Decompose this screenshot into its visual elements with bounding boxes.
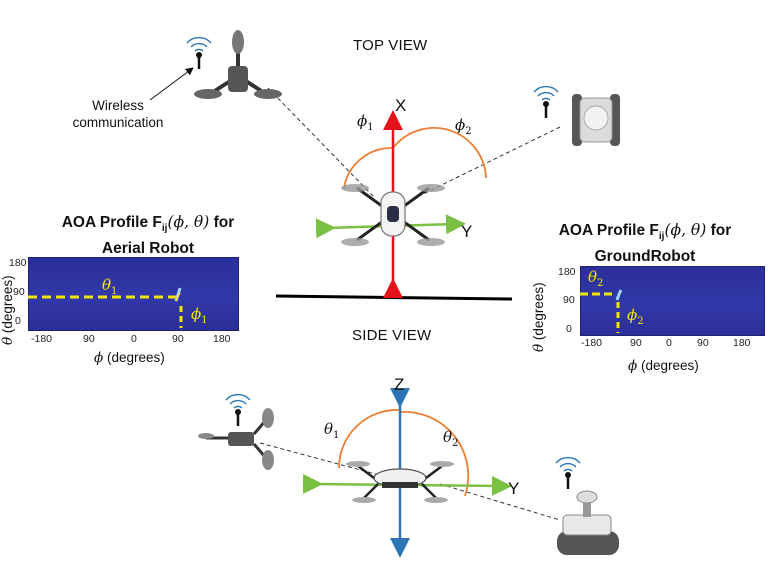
aerial-profile-heatmap [28,257,239,331]
aerial-xtick: 90 [172,333,184,345]
theta1-label: θ1 [324,420,340,441]
ground-yaxis-title: θ (degrees) [531,282,547,352]
aerial-ytick: 90 [13,286,25,298]
ground-xaxis-title: ϕ (degrees) [628,358,699,374]
view-divider [275,294,513,301]
aerial-phi-marker-label: ϕ1 [191,305,208,326]
ground-robot-side-wifi-icon [554,456,582,491]
top-connector-aerial [267,87,375,198]
top-y-axis-label: Y [461,222,473,241]
aerial-robot-side-wifi-icon [224,393,252,428]
aerial-robot-top-wifi-icon [185,36,213,71]
side-view-title: SIDE VIEW [352,327,432,344]
phi2-label: ϕ2 [455,116,472,137]
ground-xtick: 0 [666,337,672,349]
phi1-label: ϕ1 [357,112,374,133]
aerial-xaxis-title: ϕ (degrees) [94,350,165,366]
ground-robot-top-wifi-icon [532,85,560,120]
aerial-profile-title: AOA Profile Fij(ϕ, θ) for Aerial Robot [61,213,235,258]
ground-ytick: 90 [563,294,575,306]
ground-xtick: 90 [630,337,642,349]
ground-profile-heatmap [580,266,765,336]
aerial-xtick: 90 [83,333,95,345]
side-y-axis-label: Y [508,479,520,498]
wireless-caption-arrow [149,67,194,101]
aerial-xtick: 180 [213,333,231,345]
aerial-xtick: -180 [31,333,53,345]
ground-robot-side [557,490,619,555]
wireless-caption: Wireless communication [70,97,166,131]
ground-xtick: -180 [581,337,603,349]
ground-xtick: 90 [697,337,709,349]
central-drone-top [341,184,445,246]
ground-profile-title: AOA Profile Fij(ϕ, θ) for GroundRobot [558,221,732,266]
ground-theta-marker-label: θ2 [588,268,604,289]
aerial-yaxis-title: θ (degrees) [0,275,16,345]
ground-ytick: 180 [558,266,576,278]
top-connector-ground [416,126,561,198]
ground-ytick: 0 [566,323,572,335]
theta1-arc [338,409,401,469]
ground-phi-marker-label: ϕ2 [627,306,644,327]
ground-robot-top [572,94,620,146]
aerial-robot-top [194,30,282,99]
central-drone-side [346,461,454,503]
aerial-xtick: 0 [131,333,137,345]
ground-xtick: 180 [733,337,751,349]
side-connector-ground [439,483,561,521]
phi1-arc [343,147,394,189]
wireless-caption-line1: Wireless [92,98,144,113]
theta2-label: θ2 [443,428,459,449]
aerial-theta-marker-label: θ1 [102,276,118,297]
top-x-axis-label: X [395,96,407,115]
aerial-robot-side [198,408,274,470]
top-view-title: TOP VIEW [353,37,428,54]
aerial-ytick: 0 [15,315,21,327]
side-z-axis-label: Z [394,375,405,394]
phi2-arc [392,127,487,179]
aerial-ytick: 180 [9,257,27,269]
wireless-caption-line2: communication [72,115,164,130]
